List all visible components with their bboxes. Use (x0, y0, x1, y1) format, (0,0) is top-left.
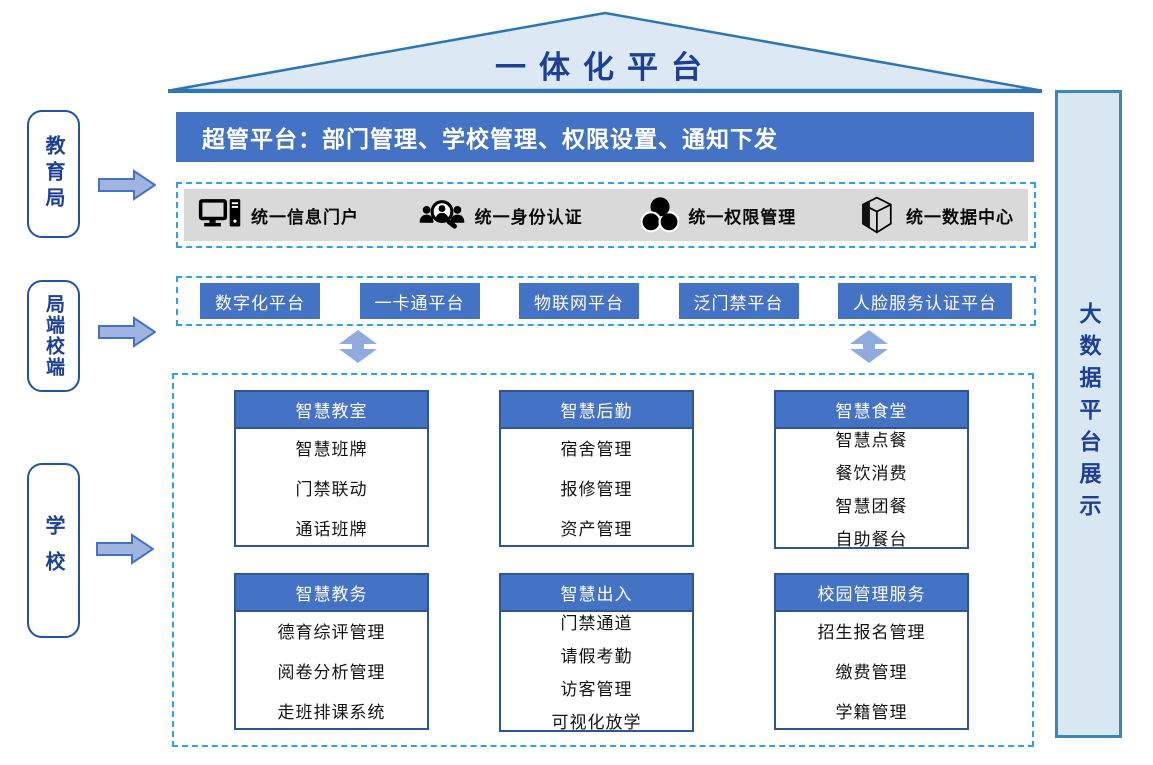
right-arrow-icon (96, 533, 154, 565)
rail-box-bureau-school-side: 局端校端 (27, 280, 80, 392)
up-down-arrow-icon (850, 330, 888, 363)
cube-icon (862, 196, 892, 234)
card-smart-canteen: 智慧食堂 智慧点餐 餐饮消费 智慧团餐 自助餐台 (774, 390, 969, 549)
card-title: 智慧教务 (236, 575, 427, 612)
big-data-platform-label: 大数据平台展示 (1076, 302, 1102, 526)
card-campus-mgmt-services: 校园管理服务 招生报名管理 缴费管理 学籍管理 (774, 573, 969, 730)
platform-button-face-auth[interactable]: 人脸服务认证平台 (838, 283, 1012, 319)
platform-button-onecard[interactable]: 一卡通平台 (359, 283, 480, 319)
card-title: 智慧后勤 (501, 392, 692, 429)
card-body: 德育综评管理 阅卷分析管理 走班排课系统 (236, 612, 427, 728)
service-identity-auth: 统一身份认证 (418, 197, 583, 233)
card-smart-academic: 智慧教务 德育综评管理 阅卷分析管理 走班排课系统 (234, 573, 429, 730)
card-body: 门禁通道 请假考勤 访客管理 可视化放学 (501, 612, 692, 732)
card-item: 餐饮消费 (835, 464, 908, 483)
card-item: 访客管理 (560, 680, 633, 699)
card-item: 报修管理 (560, 479, 633, 499)
card-item: 学籍管理 (835, 702, 908, 722)
rail-label: 教育局 (42, 135, 64, 213)
card-item: 自助餐台 (835, 530, 908, 549)
card-item: 走班排课系统 (277, 702, 386, 722)
card-body: 智慧点餐 餐饮消费 智慧团餐 自助餐台 (776, 429, 967, 549)
card-item: 智慧班牌 (295, 439, 368, 459)
card-smart-logistics: 智慧后勤 宿舍管理 报修管理 资产管理 (499, 390, 694, 547)
card-item: 智慧点餐 (835, 431, 908, 450)
page-title: 一体化平台 (495, 50, 715, 85)
card-item: 可视化放学 (551, 713, 642, 732)
card-title: 校园管理服务 (776, 575, 967, 612)
rail-box-education-bureau: 教育局 (27, 110, 80, 238)
super-admin-banner: 超管平台：部门管理、学校管理、权限设置、通知下发 (176, 112, 1034, 162)
card-item: 门禁通道 (560, 614, 633, 633)
super-admin-banner-text: 超管平台：部门管理、学校管理、权限设置、通知下发 (202, 126, 778, 152)
card-item: 资产管理 (560, 519, 633, 539)
platform-button-access[interactable]: 泛门禁平台 (678, 283, 799, 319)
card-item: 德育综评管理 (277, 622, 386, 642)
venn-circles-icon (641, 197, 680, 233)
card-title: 智慧食堂 (776, 392, 967, 429)
rail-label: 局端校端 (43, 294, 64, 378)
card-item: 请假考勤 (560, 647, 633, 666)
card-item: 智慧团餐 (835, 497, 908, 516)
right-arrow-icon (98, 316, 156, 348)
platform-button-iot[interactable]: 物联网平台 (519, 283, 639, 319)
service-label: 统一信息门户 (251, 207, 359, 227)
card-body: 宿舍管理 报修管理 资产管理 (501, 429, 692, 545)
card-smart-classroom: 智慧教室 智慧班牌 门禁联动 通话班牌 (234, 390, 429, 547)
service-permission-mgmt: 统一权限管理 (641, 196, 796, 234)
service-data-center: 统一数据中心 (855, 195, 1014, 235)
service-info-portal: 统一信息门户 (198, 198, 359, 232)
card-item: 门禁联动 (295, 479, 368, 499)
card-item: 招生报名管理 (817, 622, 926, 642)
identity-search-icon (419, 200, 464, 229)
card-item: 缴费管理 (835, 662, 908, 682)
service-label: 统一数据中心 (905, 207, 1014, 227)
up-down-arrow-icon (339, 330, 377, 363)
card-title: 智慧出入 (501, 575, 692, 612)
platform-button-digital[interactable]: 数字化平台 (200, 283, 320, 319)
desktop-computer-icon (198, 199, 241, 227)
right-arrow-icon (98, 169, 156, 201)
rail-box-school: 学校 (27, 463, 80, 638)
big-data-platform-bar: 大数据平台展示 (1055, 90, 1122, 738)
school-modules-box: 智慧教室 智慧班牌 门禁联动 通话班牌 智慧后勤 宿舍管理 报修管理 资产管理 … (172, 373, 1034, 747)
service-label: 统一身份认证 (474, 207, 583, 227)
card-item: 通话班牌 (295, 519, 368, 539)
rail-label: 学校 (42, 514, 64, 587)
card-smart-access: 智慧出入 门禁通道 请假考勤 访客管理 可视化放学 (499, 573, 694, 732)
card-body: 智慧班牌 门禁联动 通话班牌 (236, 429, 427, 545)
platforms-row: 数字化平台 一卡通平台 物联网平台 泛门禁平台 人脸服务认证平台 (176, 276, 1036, 326)
unified-services-box: 统一信息门户 统一身份认证 (176, 182, 1036, 248)
card-body: 招生报名管理 缴费管理 学籍管理 (776, 612, 967, 728)
unified-services-bar: 统一信息门户 统一身份认证 (184, 189, 1028, 241)
card-item: 阅卷分析管理 (277, 662, 386, 682)
service-label: 统一权限管理 (688, 207, 797, 227)
card-item: 宿舍管理 (560, 439, 633, 459)
roof-triangle (168, 11, 1042, 93)
card-title: 智慧教室 (236, 392, 427, 429)
